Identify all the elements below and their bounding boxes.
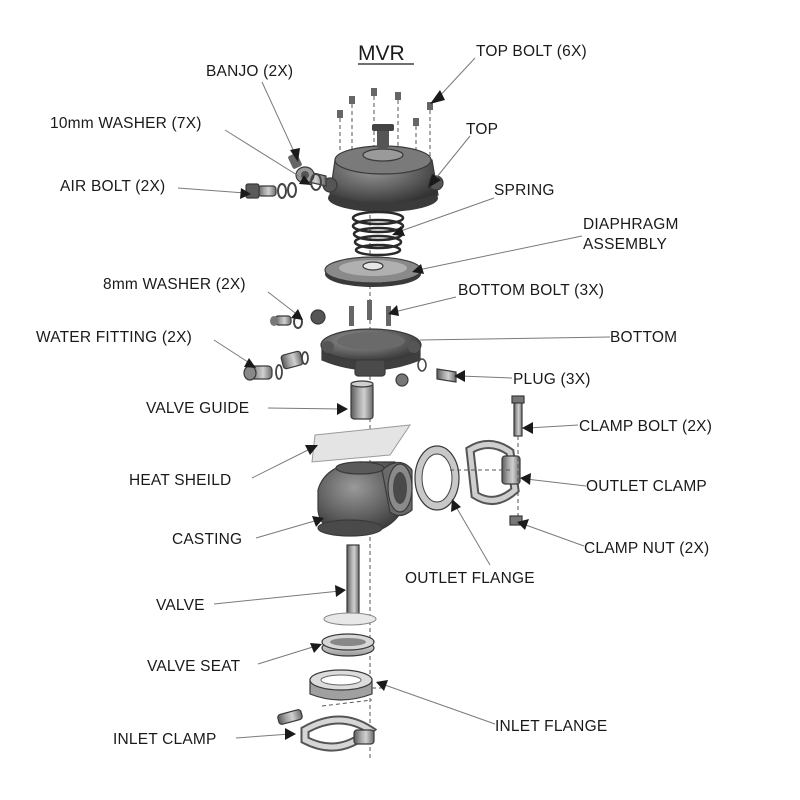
- label-valve-guide: VALVE GUIDE: [146, 400, 249, 417]
- label-valve: VALVE: [156, 597, 205, 614]
- label-inlet-flange: INLET FLANGE: [495, 718, 607, 735]
- label-top: TOP: [466, 121, 498, 138]
- label-10mm-washer: 10mm WASHER (7X): [50, 115, 202, 132]
- inlet-clamp: [277, 699, 378, 752]
- label-outlet-flange: OUTLET FLANGE: [405, 570, 535, 587]
- label-outlet-clamp: OUTLET CLAMP: [586, 478, 707, 495]
- diagram-title: MVR: [358, 42, 405, 65]
- label-water-fitting: WATER FITTING (2X): [36, 329, 192, 346]
- label-casting: CASTING: [172, 531, 242, 548]
- label-diaphragm-line2: ASSEMBLY: [583, 236, 667, 253]
- label-8mm-washer: 8mm WASHER (2X): [103, 276, 246, 293]
- top-housing: [322, 124, 444, 212]
- clamp-nut: [509, 515, 523, 526]
- water-fittings: [243, 315, 309, 381]
- air-bolt: [245, 182, 297, 199]
- washer-10mm-set: [310, 173, 322, 191]
- label-spring: SPRING: [494, 182, 555, 199]
- plugs: [395, 358, 457, 387]
- label-heat-shield: HEAT SHEILD: [129, 472, 231, 489]
- label-air-bolt: AIR BOLT (2X): [60, 178, 165, 195]
- label-valve-seat: VALVE SEAT: [147, 658, 241, 675]
- outlet-flange: [414, 445, 460, 511]
- diaphragm-assembly: [324, 256, 422, 287]
- casting: [317, 461, 413, 537]
- valve-guide: [350, 380, 374, 420]
- bottom-housing: [320, 328, 422, 377]
- top-bolts: [337, 88, 433, 175]
- clamp-bolt: [511, 395, 525, 520]
- label-bottom: BOTTOM: [610, 329, 677, 346]
- label-top-bolt: TOP BOLT (6X): [476, 43, 587, 60]
- heat-shield: [311, 424, 412, 463]
- bottom-bolts: [349, 300, 391, 326]
- valve: [323, 544, 377, 626]
- leader-lines: [177, 57, 611, 740]
- label-diaphragm-line1: DIAPHRAGM: [583, 216, 679, 233]
- part-labels: TOP BOLT (6X) BANJO (2X) 10mm WASHER (7X…: [36, 43, 712, 748]
- label-bottom-bolt: BOTTOM BOLT (3X): [458, 282, 604, 299]
- inlet-flange: [309, 669, 385, 701]
- outlet-clamp: [450, 440, 521, 505]
- valve-seat: [321, 633, 375, 657]
- label-clamp-bolt: CLAMP BOLT (2X): [579, 418, 712, 435]
- label-banjo: BANJO (2X): [206, 63, 293, 80]
- label-inlet-clamp: INLET CLAMP: [113, 731, 217, 748]
- label-clamp-nut: CLAMP NUT (2X): [584, 540, 709, 557]
- label-plug: PLUG (3X): [513, 371, 591, 388]
